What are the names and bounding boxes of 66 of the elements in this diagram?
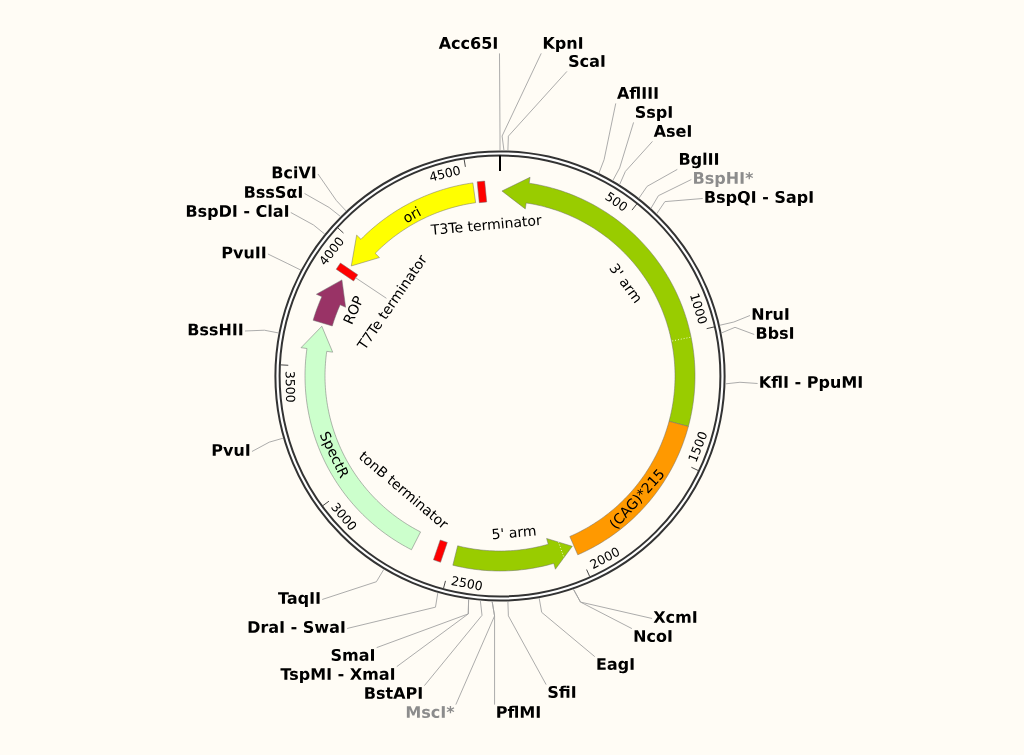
enzyme-label: TaqII (278, 592, 320, 608)
enzyme-label: SmaI (331, 648, 374, 661)
enzyme-label: SspI (635, 105, 672, 122)
leader-line (598, 102, 617, 174)
enzyme-label: TspMI - XmaI (280, 668, 395, 684)
leader-line (376, 598, 470, 649)
enzyme-label: BspHI* (694, 171, 754, 188)
terminator-box (476, 180, 487, 203)
leader-line (538, 597, 596, 658)
leader-line (612, 121, 635, 182)
leader-line (321, 568, 385, 600)
enzyme-label: BstAPI (365, 687, 422, 699)
enzyme-label: KflI - PpuMI (760, 375, 862, 392)
feature-label: ori (404, 206, 421, 223)
leader-line (650, 179, 692, 209)
leader-line (725, 381, 759, 385)
enzyme-label: BglII (679, 152, 719, 169)
enzyme-label: Acc65I (438, 36, 497, 49)
enzyme-label: BciVI (272, 166, 316, 179)
leader-line (304, 193, 341, 217)
leader-line (267, 253, 302, 271)
leader-line (719, 315, 751, 326)
enzyme-label: AseI (653, 125, 691, 137)
tick-label: 1000 (690, 293, 707, 324)
leader-line (507, 601, 547, 686)
leader-line (355, 277, 387, 299)
enzyme-label: DraI - SwaI (248, 620, 345, 633)
leader-line (455, 601, 495, 706)
leader-line (290, 212, 326, 235)
tick-label: 4500 (430, 166, 460, 181)
terminator-box (433, 539, 448, 563)
enzyme-label: MscI* (406, 705, 455, 718)
leader-line (507, 70, 568, 151)
tick-label: 500 (605, 191, 628, 211)
enzyme-label: EagI (597, 658, 634, 674)
enzyme-label: NcoI (634, 630, 672, 642)
leader-line (573, 588, 633, 630)
leader-line (244, 329, 279, 334)
enzyme-label: ScaI (569, 54, 605, 67)
enzyme-label: BspDI - ClaI (186, 204, 289, 221)
tick-label: 1500 (688, 432, 707, 462)
enzyme-label: KpnI (543, 37, 583, 53)
leader-line (423, 600, 483, 687)
leader-line (721, 326, 755, 335)
enzyme-label: BssHII (188, 323, 243, 336)
feature-label: T3Te terminator (430, 216, 542, 235)
enzyme-label: XcmI (653, 611, 697, 623)
enzyme-label: BssSαI (245, 185, 302, 198)
enzyme-label: BbsI (756, 326, 794, 339)
leader-line (317, 173, 347, 212)
tick-label: 2500 (451, 576, 482, 591)
enzyme-label: PvuII (222, 246, 266, 259)
leader-line (501, 52, 542, 151)
enzyme-label: AflIII (617, 86, 658, 99)
feature-label: 5' arm (492, 527, 536, 540)
leader-line (619, 140, 653, 186)
enzyme-label: NruI (752, 308, 789, 320)
enzyme-label: SfiI (548, 685, 576, 698)
enzyme-label: BspQI - SapI (705, 190, 813, 207)
enzyme-label: PvuI (212, 444, 250, 456)
leader-line (346, 592, 439, 629)
leader-line (251, 437, 284, 452)
leader-line (638, 168, 678, 199)
leader-line (499, 52, 501, 151)
enzyme-label: PflMI (497, 705, 540, 718)
leader-line (656, 198, 704, 215)
